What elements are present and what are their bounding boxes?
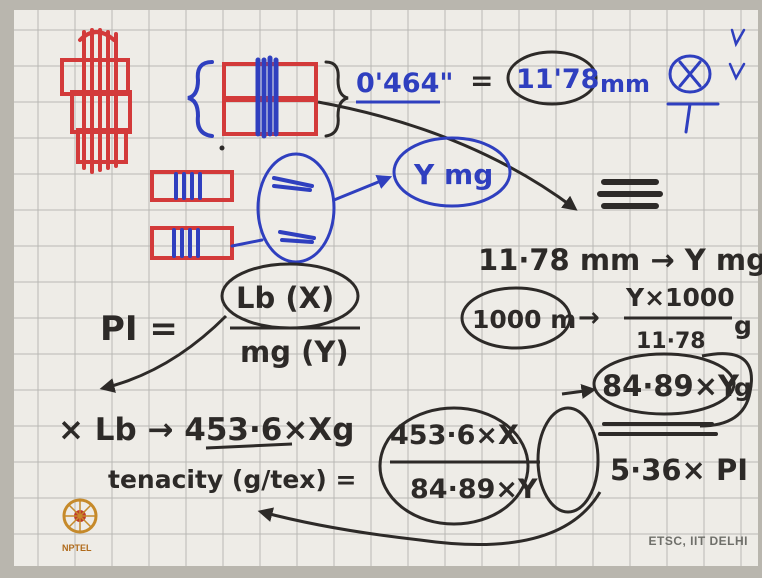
skein-sketch (187, 55, 349, 151)
arrow-to-result (561, 383, 597, 399)
weight-label: Y mg (413, 158, 493, 191)
pi-denominator: mg (Y) (240, 335, 349, 369)
x-line-underline (205, 442, 293, 450)
pi-label: PI = (100, 309, 178, 349)
fraction-numerator: Y×1000 (625, 283, 735, 312)
nptel-logo: NPTEL (62, 498, 98, 553)
length-inch-text: 0'464" (356, 68, 453, 99)
yarn-cross-sketch (60, 28, 132, 174)
result-to-tenacity-arrow (257, 491, 602, 546)
thousand-m-circle (460, 286, 572, 350)
result-underline (598, 422, 718, 436)
x-circle-mark (666, 28, 746, 134)
tenacity-label: tenacity (g/tex) = (108, 465, 356, 494)
conversion-line-2-left: 1000 m (472, 305, 576, 334)
result-value: 84·89×Y (602, 369, 740, 403)
pieces-to-weight-arrow (333, 175, 393, 202)
length-mm-circle (506, 50, 598, 106)
equals-sign: = (470, 64, 493, 97)
y-circle (536, 406, 600, 514)
tenacity-circle (378, 406, 530, 526)
fraction-unit: g (734, 311, 752, 340)
pi-to-x-arrow (99, 314, 228, 393)
skein-to-weight-arrow (317, 100, 578, 211)
length-mm-text: 11'78 (516, 64, 599, 95)
weight-circle (392, 136, 512, 208)
credit-label: ETSC, IIT DELHI (648, 534, 748, 548)
fraction-denominator: 11·78 (636, 329, 706, 354)
x-conversion-line: × Lb → 453·6×Xg (58, 412, 354, 448)
tenacity-denominator: 84·89×Y (410, 474, 538, 505)
pi-numerator: Lb (X) (236, 281, 334, 315)
conversion-line-1: 11·78 mm → Y mg (478, 243, 762, 277)
triple-bars (597, 179, 663, 209)
nptel-logo-text: NPTEL (62, 543, 92, 553)
result-circle (592, 352, 736, 416)
conversion-line-2-arrow: → (578, 303, 600, 333)
result-loop-arrow (699, 352, 753, 428)
tenacity-result: 5·36× PI (610, 453, 748, 487)
grid-lines (14, 10, 758, 566)
result-unit: g (734, 373, 752, 402)
cut-skeins-sketch (150, 152, 336, 264)
tenacity-numerator: 453·6×X (390, 420, 519, 451)
unit-mm-text: mm (600, 70, 650, 98)
